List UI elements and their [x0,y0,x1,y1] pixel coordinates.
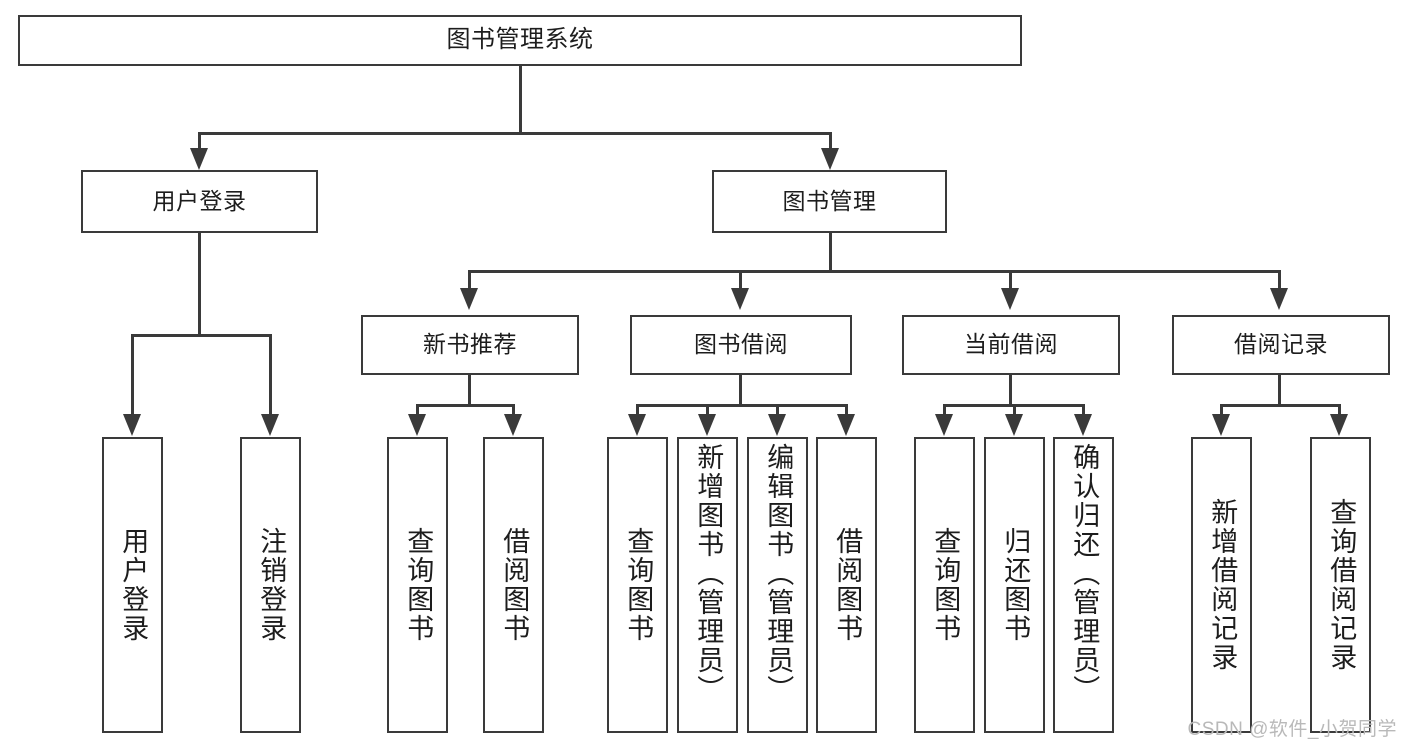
node-label: 查询图书 [403,527,434,643]
arrowhead-book-borrow-leaf-0 [628,414,646,436]
leaf-user-login-login[interactable]: 用户登录 [102,437,163,733]
node-current-borrow[interactable]: 当前借阅 [902,315,1120,375]
node-label: 确认归还（管理员） [1069,443,1100,704]
connector-borrow-record-stem [1278,375,1281,407]
connector-book-borrow-bus [636,404,848,407]
node-label: 新书推荐 [423,331,517,358]
arrowhead-book-borrow-leaf-3 [837,414,855,436]
arrowhead-current-borrow [1001,288,1019,310]
connector-book-manage-stem [829,233,832,273]
connector-current-borrow-leaf-0 [943,404,946,416]
leaf-current-borrow-query-book[interactable]: 查询图书 [914,437,975,733]
arrowhead-book-borrow [731,288,749,310]
connector-current-borrow-stem [1009,375,1012,407]
connector-borrow-record-leaf-1 [1338,404,1341,416]
leaf-book-borrow-borrow-book[interactable]: 借阅图书 [816,437,877,733]
leaf-current-borrow-return-book[interactable]: 归还图书 [984,437,1045,733]
node-book-borrow[interactable]: 图书借阅 [630,315,852,375]
node-borrow-record[interactable]: 借阅记录 [1172,315,1390,375]
arrowhead-current-borrow-leaf-0 [935,414,953,436]
leaf-book-borrow-edit-book[interactable]: 编辑图书（管理员） [747,437,808,733]
leaf-borrow-record-query-record[interactable]: 查询借阅记录 [1310,437,1371,733]
arrowhead-new-book-leaf-1 [504,414,522,436]
arrowhead-borrow-record [1270,288,1288,310]
node-label: 归还图书 [1000,527,1031,643]
connector-current-borrow-leaf-1 [1013,404,1016,416]
arrowhead-borrow-record-leaf-0 [1212,414,1230,436]
leaf-user-login-logout[interactable]: 注销登录 [240,437,301,733]
connector-to-current-borrow [1009,270,1012,290]
connector-user-login-bus [131,334,272,337]
arrowhead-book-manage [821,148,839,170]
node-label: 图书管理系统 [446,26,594,54]
arrowhead-current-borrow-leaf-1 [1005,414,1023,436]
connector-book-borrow-leaf-1 [706,404,709,416]
arrowhead-book-borrow-leaf-1 [698,414,716,436]
node-new-book-recommend[interactable]: 新书推荐 [361,315,579,375]
arrowhead-new-book [460,288,478,310]
node-label: 借阅图书 [499,527,530,643]
connector-book-borrow-stem [739,375,742,407]
node-label: 查询图书 [623,527,654,643]
node-label: 当前借阅 [964,331,1058,358]
node-label: 新增图书（管理员） [693,443,724,704]
arrowhead-book-borrow-leaf-2 [768,414,786,436]
node-label: 查询图书 [930,527,961,643]
arrowhead-user-login-leaf-1 [261,414,279,436]
arrowhead-new-book-leaf-0 [408,414,426,436]
connector-borrow-record-bus [1220,404,1341,407]
node-label: 借阅记录 [1234,331,1328,358]
node-label: 注销登录 [256,527,287,643]
node-label: 图书管理 [782,187,877,214]
connector-user-login-leaf-0 [131,334,134,416]
connector-borrow-record-leaf-0 [1220,404,1223,416]
connector-to-new-book [468,270,471,290]
node-root-book-management-system[interactable]: 图书管理系统 [18,15,1022,66]
connector-to-book-manage [829,132,832,150]
leaf-book-borrow-add-book[interactable]: 新增图书（管理员） [677,437,738,733]
connector-new-book-leaf-0 [416,404,419,416]
leaf-borrow-record-add-record[interactable]: 新增借阅记录 [1191,437,1252,733]
connector-current-borrow-leaf-2 [1082,404,1085,416]
connector-root-stem [519,66,522,134]
connector-new-book-leaf-1 [512,404,515,416]
connector-book-borrow-leaf-2 [776,404,779,416]
connector-book-manage-bus [468,270,1280,273]
connector-new-book-bus [416,404,515,407]
arrowhead-borrow-record-leaf-1 [1330,414,1348,436]
node-label: 图书借阅 [694,331,788,358]
connector-root-bus [198,132,832,135]
connector-to-borrow-record [1278,270,1281,290]
leaf-book-borrow-query-book[interactable]: 查询图书 [607,437,668,733]
node-book-management[interactable]: 图书管理 [712,170,947,233]
connector-to-book-borrow [739,270,742,290]
connector-user-login-stem [198,233,201,336]
arrowhead-user-login-leaf-0 [123,414,141,436]
watermark-text: CSDN @软件_小贺同学 [1187,719,1397,740]
node-label: 查询借阅记录 [1326,498,1357,672]
connector-user-login-leaf-1 [269,334,272,416]
arrowhead-user-login [190,148,208,170]
connector-new-book-stem [468,375,471,407]
leaf-new-book-borrow-book[interactable]: 借阅图书 [483,437,544,733]
leaf-new-book-query-book[interactable]: 查询图书 [387,437,448,733]
node-label: 用户登录 [118,527,149,643]
connector-to-user-login [198,132,201,150]
connector-book-borrow-leaf-3 [845,404,848,416]
connector-book-borrow-leaf-0 [636,404,639,416]
node-label: 编辑图书（管理员） [763,443,794,704]
arrowhead-current-borrow-leaf-2 [1074,414,1092,436]
node-user-login[interactable]: 用户登录 [81,170,318,233]
node-label: 借阅图书 [832,527,863,643]
node-label: 新增借阅记录 [1207,498,1238,672]
node-label: 用户登录 [152,187,247,214]
leaf-current-borrow-confirm-return[interactable]: 确认归还（管理员） [1053,437,1114,733]
